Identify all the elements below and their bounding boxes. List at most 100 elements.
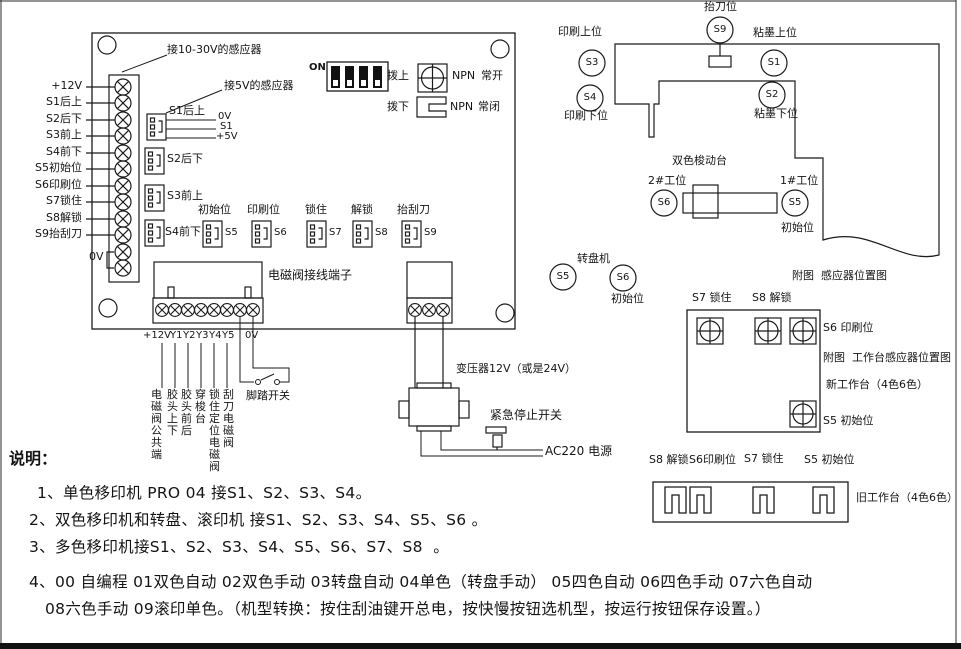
- output-fn-pad-frontback: 胶头前后: [181, 388, 192, 437]
- station1-label: 1#工位: [780, 174, 819, 187]
- npn-open-type-label: NPN: [452, 69, 476, 82]
- terminal-label-0v: 0V: [89, 250, 104, 263]
- note-5v-sensor: 接5V的感应器: [224, 79, 294, 92]
- old-table-sensor-print: [689, 486, 712, 514]
- print-down-label: 印刷下位: [564, 109, 608, 122]
- shuttle-table: [650, 184, 809, 219]
- ink-up-id: S1: [767, 57, 781, 68]
- output-fn-lock-valve: 锁住定位电磁阀: [209, 388, 220, 473]
- old-table-lock-label: S7 锁住: [744, 452, 784, 465]
- output-label-0v: 0V: [245, 330, 259, 341]
- ac-wiring: [420, 431, 543, 457]
- ink-up-label: 粘墨上位: [753, 26, 797, 39]
- new-table-sensor-init: [789, 400, 817, 428]
- mounting-holes: [97, 35, 515, 323]
- notes-line-4b: 08六色手动 09滚印单色。（机型转换：按住刮油键开总电，按快慢按钮选机型，按运…: [45, 600, 771, 618]
- old-worktable: [652, 481, 849, 523]
- s8-id-label: S8: [375, 227, 388, 238]
- attach-note-label: 附图 感应器位置图: [792, 269, 887, 282]
- sensor-terminal-strip: [86, 74, 140, 283]
- output-wires: [161, 343, 228, 388]
- output-label-y2: Y2: [183, 330, 196, 341]
- valve-block-title: 电磁阀接线端子: [268, 268, 353, 282]
- terminal-label-s6: S6印刷位: [35, 178, 82, 191]
- output-label-12v: +12V: [143, 330, 171, 341]
- s3-plug-label: S3前上: [167, 189, 203, 202]
- old-table-sensor-init: [812, 486, 835, 514]
- note-pointer-lines: [121, 54, 223, 114]
- new-table-print-label: S6 印刷位: [823, 321, 874, 334]
- ink-down-label: 粘墨下位: [754, 107, 798, 120]
- estop-symbol: [485, 426, 507, 450]
- terminal-label-s3: S3前上: [46, 128, 82, 141]
- new-table-note: 附图 工作台感应器位置图: [823, 351, 951, 364]
- npn-normally-open-symbol: [417, 63, 448, 93]
- s1-wire-s1-label: S1: [220, 121, 233, 132]
- pcb-board: [91, 32, 516, 330]
- output-label-y5: Y5: [222, 330, 235, 341]
- terminal-label-s8: S8解锁: [46, 211, 82, 224]
- output-label-y4: Y4: [209, 330, 222, 341]
- turntable-init-label: 初始位: [611, 292, 644, 305]
- s7-id-label: S7: [329, 227, 342, 238]
- s1-wire-5v-label: +5V: [216, 131, 238, 142]
- output-fn-blade-valve: 刮刀电磁阀: [223, 388, 234, 449]
- old-table-init-label: S5 初始位: [804, 453, 855, 466]
- old-table-unlock-label: S8 解锁: [649, 453, 689, 466]
- foot-switch-label: 脚踏开关: [246, 389, 290, 402]
- new-table-unlock-label: S8 解锁: [752, 291, 792, 304]
- shuttle-init-label: 初始位: [781, 221, 814, 234]
- knife-id-label: S9: [713, 24, 727, 35]
- s6-pos-label: 印刷位: [247, 203, 280, 216]
- dip-switch: [326, 61, 389, 92]
- s5-pos-label: 初始位: [198, 203, 231, 216]
- terminal-label-s9: S9抬刮刀: [35, 227, 82, 240]
- dip-on-label: ON: [309, 62, 326, 73]
- turntable-title: 转盘机: [577, 252, 610, 265]
- s9-pos-label: 抬刮刀: [397, 203, 430, 216]
- s5-id-label: S5: [225, 227, 238, 238]
- s1-wire-0v-label: 0V: [218, 111, 232, 122]
- s1-plug-wires: [166, 119, 216, 139]
- s9-id-label: S9: [424, 227, 437, 238]
- output-fn-valve-common: 电磁阀公共端: [151, 388, 162, 461]
- station2-id: S6: [657, 197, 671, 208]
- machine-sensors: [576, 16, 788, 112]
- npn-down-toggle-label: 拨下: [387, 100, 409, 113]
- s2-plug-label: S2后下: [167, 152, 203, 165]
- npn-closed-state-label: 常闭: [478, 100, 500, 113]
- old-table-print-label: S6印刷位: [689, 453, 736, 466]
- output-fn-pad-updown: 胶头上下: [167, 388, 178, 437]
- print-down-id: S4: [583, 92, 597, 103]
- valve-terminal-block: [152, 261, 264, 324]
- output-label-y3: Y3: [196, 330, 209, 341]
- s6-id-label: S6: [274, 227, 287, 238]
- s4-plug-label: S4前下: [165, 225, 201, 238]
- output-fn-shuttle: 穿梭台: [195, 388, 206, 425]
- ink-down-id: S2: [765, 89, 779, 100]
- terminal-label-s5: S5初始位: [35, 161, 82, 174]
- power-terminal-block: [406, 261, 453, 324]
- knife-pos-label: 抬刀位: [704, 0, 737, 13]
- terminal-label-s2: S2后下: [46, 112, 82, 125]
- notes-title: 说明：: [9, 449, 58, 468]
- new-table-init-label: S5 初始位: [823, 414, 874, 427]
- station1-id: S5: [788, 197, 802, 208]
- transformer-label: 变压器12V（或是24V）: [456, 362, 577, 375]
- notes-line-3: 3、多色移印机接S1、S2、S3、S4、S5、S6、S7、S8 。: [29, 538, 450, 556]
- estop-label: 紧急停止开关: [490, 408, 563, 422]
- notes-line-2: 2、双色移印机和转盘、滚印机 接S1、S2、S3、S4、S5、S6 。: [29, 511, 488, 529]
- new-worktable: [686, 309, 821, 433]
- turntable-sensors: [549, 263, 637, 292]
- npn-up-toggle-label: 拨上: [387, 69, 409, 82]
- s1-plug-label: S1后上: [169, 104, 205, 117]
- new-table-sensor-lock: [696, 317, 724, 345]
- foot-switch-symbol: [239, 317, 290, 385]
- terminal-label-s1: S1后上: [46, 95, 82, 108]
- terminal-label-s7: S7锁住: [46, 194, 82, 207]
- machine-profile: [614, 43, 940, 258]
- npn-normally-closed-symbol: [416, 96, 447, 118]
